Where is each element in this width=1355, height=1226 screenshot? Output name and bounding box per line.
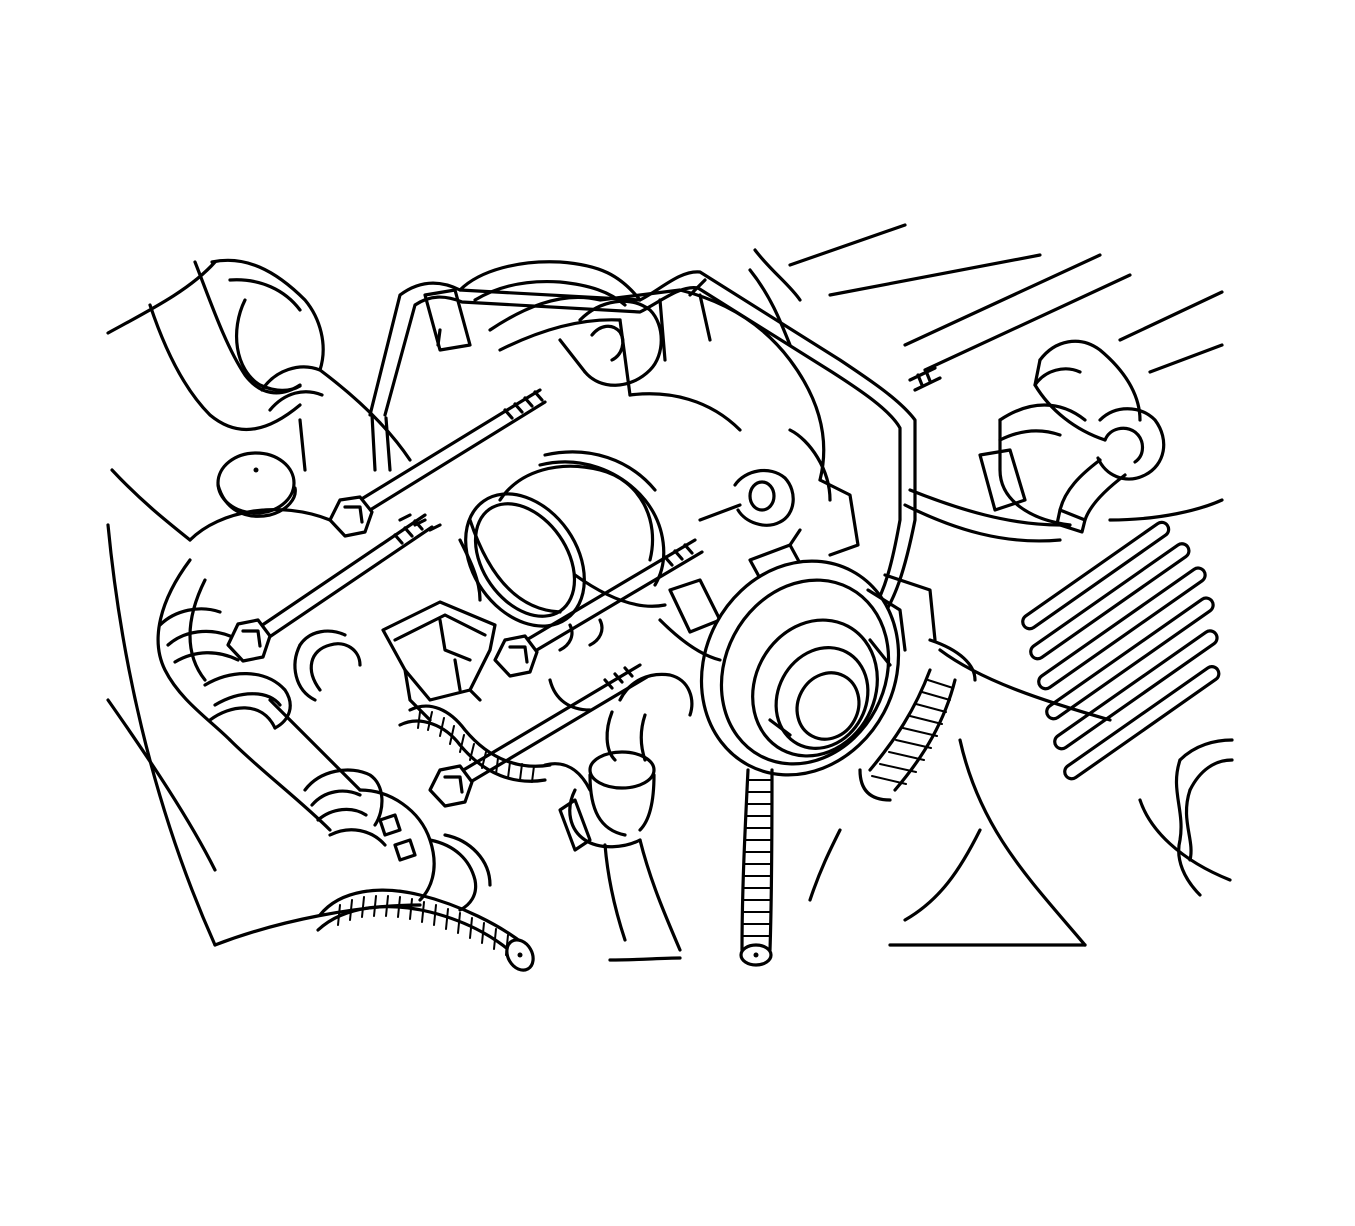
mounting-bolts bbox=[226, 366, 942, 808]
electrical-connector bbox=[381, 600, 497, 722]
vacuum-hose-fitting bbox=[558, 672, 694, 952]
wire-loom-center bbox=[739, 768, 774, 967]
upper-left-tube bbox=[148, 258, 412, 472]
bolt bbox=[493, 538, 704, 678]
wire-loom-left bbox=[316, 888, 535, 972]
bolt bbox=[428, 663, 649, 808]
wire-loom-right bbox=[858, 638, 977, 802]
stud bbox=[908, 366, 942, 392]
bolt bbox=[226, 513, 434, 663]
wire-loom-middle bbox=[398, 704, 592, 792]
round-cap bbox=[216, 451, 297, 518]
egr-valve bbox=[699, 559, 937, 777]
heat-shield-ribs bbox=[1021, 520, 1234, 897]
bolt bbox=[328, 388, 547, 538]
misc-details bbox=[293, 513, 722, 712]
upper-right-hose bbox=[903, 339, 1166, 543]
intake-housing bbox=[368, 260, 917, 622]
throttle-bore bbox=[464, 450, 667, 628]
left-coolant-hose bbox=[156, 508, 492, 912]
